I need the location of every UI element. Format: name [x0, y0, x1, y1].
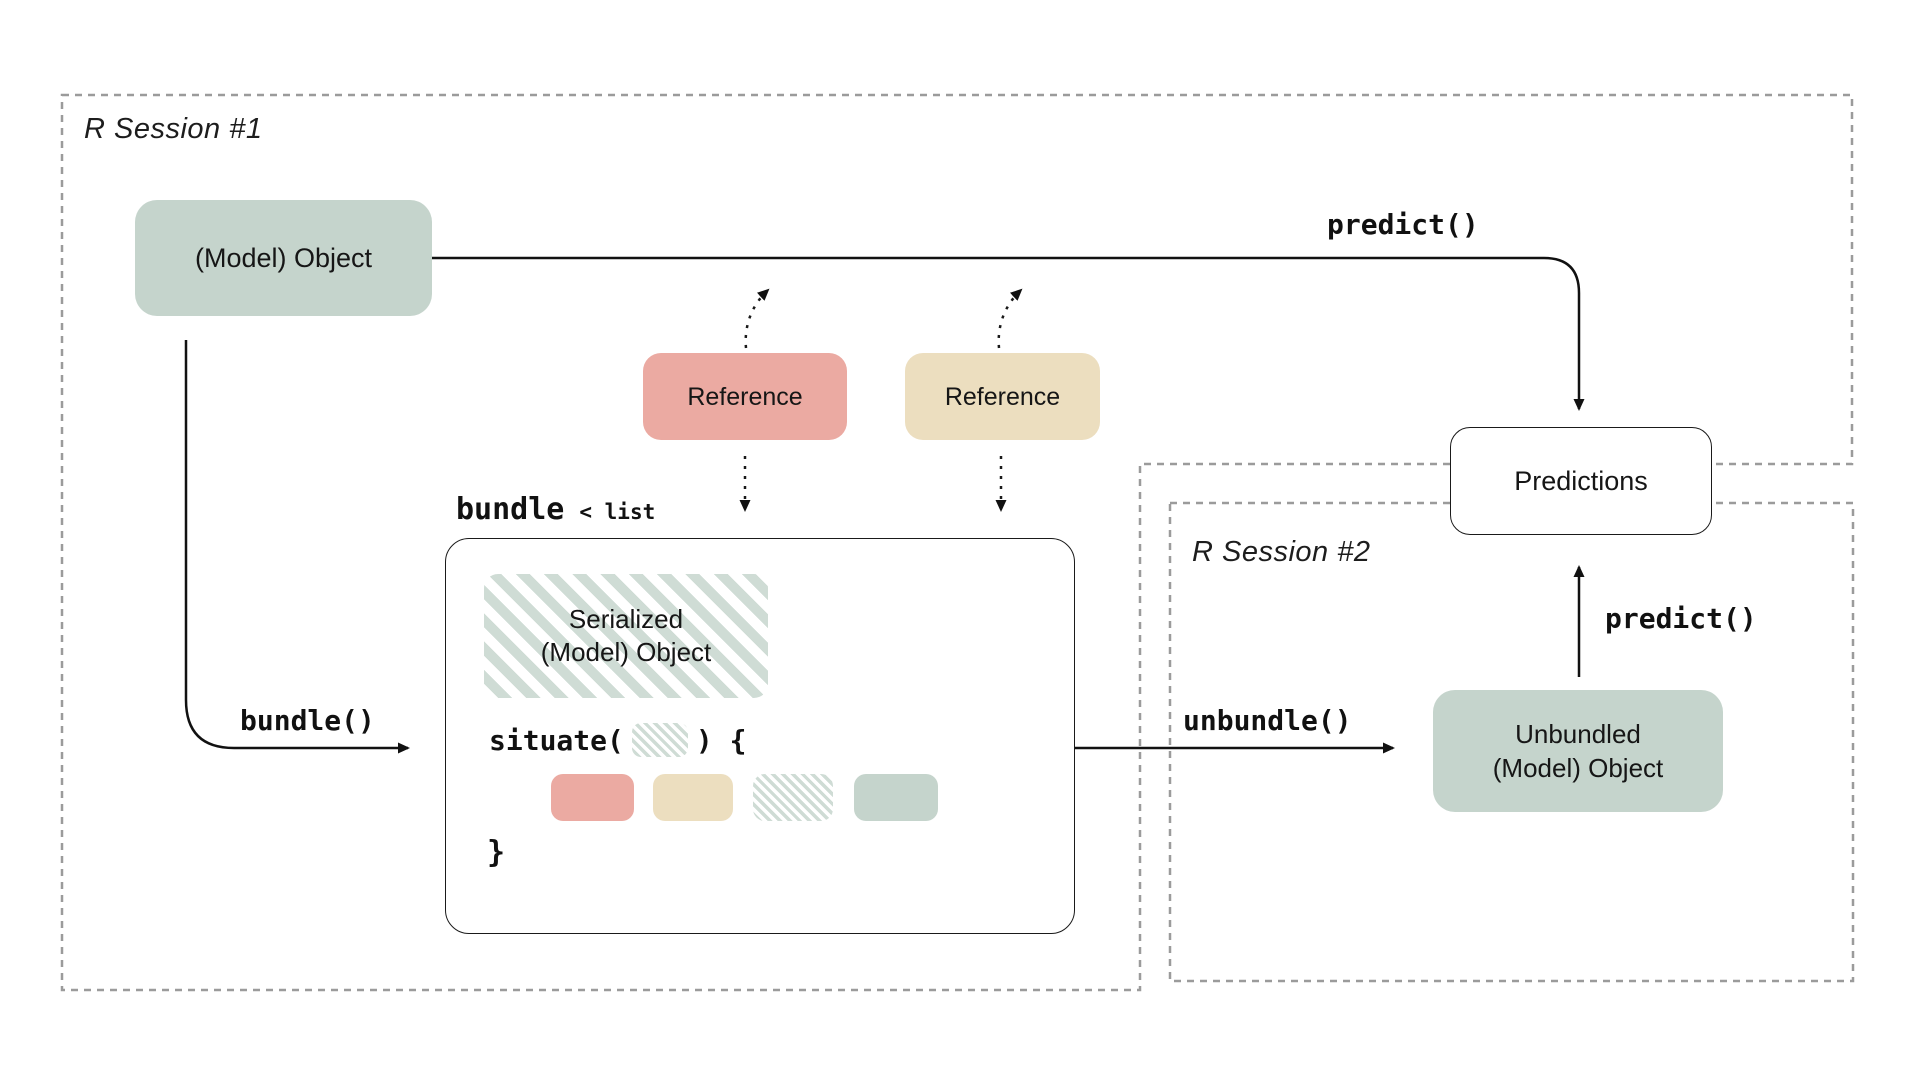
predictions-node: Predictions: [1450, 427, 1712, 535]
bundle-chip-red: [551, 774, 634, 821]
bundle-title-name: bundle: [456, 492, 565, 527]
bundle-chip-tan: [653, 774, 733, 821]
reference-red-up-arrow: [744, 288, 770, 349]
bundle-chip-sage: [854, 774, 938, 821]
situate-prefix: situate(: [489, 723, 624, 757]
unbundled-line2: (Model) Object: [1492, 753, 1664, 783]
session1-dashed-border: [60, 93, 1854, 992]
reference-red-label: Reference: [687, 382, 803, 411]
bundle-chip-striped: [753, 774, 833, 821]
bundle-title: bundle < list: [456, 492, 655, 527]
reference-tan-up-arrow: [997, 288, 1023, 349]
bundle-fn-label: bundle(): [240, 704, 375, 737]
predict-top-label: predict(): [1327, 208, 1479, 241]
situate-closing-brace: }: [487, 835, 506, 870]
predict-arrow-session1: [432, 256, 1585, 411]
situate-striped-chip: [631, 723, 688, 757]
model-object-node: (Model) Object: [135, 200, 432, 316]
bundle-arrow: [184, 340, 410, 754]
unbundle-fn-label: unbundle(): [1183, 704, 1352, 737]
session1-label: R Session #1: [84, 113, 263, 145]
predict-right-label: predict(): [1605, 602, 1757, 635]
serialized-line1: Serialized: [568, 604, 684, 634]
bundle-list-box: Serialized (Model) Object situate( ) { }: [445, 538, 1075, 934]
reference-red-node: Reference: [643, 353, 847, 440]
reference-tan-node: Reference: [905, 353, 1100, 440]
unbundled-object-node: Unbundled (Model) Object: [1433, 690, 1723, 812]
serialized-line2: (Model) Object: [540, 637, 712, 667]
reference-tan-label: Reference: [944, 382, 1061, 411]
predictions-label: Predictions: [1514, 466, 1648, 496]
situate-code-line: situate( ) {: [489, 723, 746, 757]
situate-suffix: ) {: [695, 723, 747, 757]
serialized-model-object: Serialized (Model) Object: [484, 574, 768, 698]
unbundled-line1: Unbundled: [1515, 719, 1641, 749]
session2-label: R Session #2: [1192, 536, 1371, 568]
bundle-title-annotation: < list: [579, 500, 656, 524]
model-object-label: (Model) Object: [194, 243, 373, 273]
